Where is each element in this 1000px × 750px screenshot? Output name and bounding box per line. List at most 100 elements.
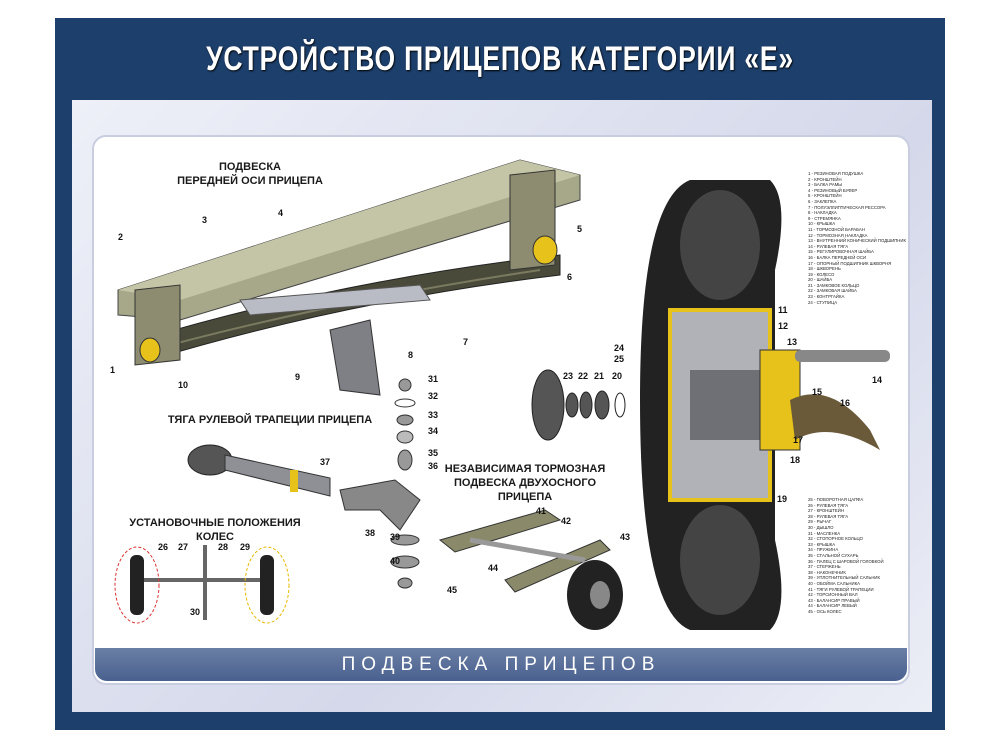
legend-item: 26 - РУЛЕВАЯ ТЯГА — [808, 502, 849, 508]
legend-item: 19 - КОЛЕСО — [808, 271, 835, 277]
legend-item: 10 - КРЫШКА — [808, 221, 836, 227]
legend-item: 17 - ОПОРНЫЙ ПОДШИПНИК ШКВОРНЯ — [808, 260, 892, 266]
legend-item: 36 - ПАЛЕЦ С ШАРОВОЙ ГОЛОВКОЙ — [808, 558, 884, 564]
callout-23: 23 — [563, 371, 574, 381]
callout-12: 12 — [778, 321, 789, 331]
steering-rod-drawing — [187, 444, 331, 497]
hub-parts — [531, 369, 626, 441]
legend-item: 25 - ПОВОРОТНАЯ ЦАПФА — [808, 497, 864, 502]
legend-item: 3 - БАЛКА РАМЫ — [808, 182, 843, 188]
callout-8: 8 — [408, 350, 414, 360]
legend-item: 32 - СТОПОРНОЕ КОЛЬЦО — [808, 536, 863, 542]
callout-27: 27 — [178, 542, 189, 552]
legend-item: 40 - ОБОЙМА САЛЬНИКА — [808, 580, 860, 586]
callout-30: 30 — [190, 607, 201, 617]
callout-33: 33 — [428, 410, 439, 420]
legend-item: 34 - ПРУЖИНА — [808, 547, 839, 553]
callout-38: 38 — [365, 528, 376, 538]
legend-item: 38 - НАКОНЕЧНИК — [808, 569, 846, 575]
callout-13: 13 — [787, 337, 798, 347]
callout-21: 21 — [594, 371, 605, 381]
legend-item: 33 - КРЫШКА — [808, 541, 836, 547]
callout-44: 44 — [488, 563, 499, 573]
callout-35: 35 — [428, 448, 439, 458]
callout-42: 42 — [561, 516, 572, 526]
legend-item: 30 - ДЫШЛО — [808, 524, 834, 530]
legend-item: 24 - СТУПИЦА — [808, 299, 838, 305]
legend-item: 20 - ШАЙБА — [808, 277, 833, 283]
legend-item: 39 - УПЛОТНИТЕЛЬНЫЙ САЛЬНИК — [808, 575, 881, 581]
legend-item: 27 - КРОНШТЕЙН — [808, 508, 844, 514]
legend-item: 44 - БАЛАНСИР ЛЕВЫЙ — [808, 603, 857, 609]
legend-item: 4 - РЕЗИНОВЫЙ БУФЕР — [808, 187, 858, 193]
callout-15: 15 — [812, 387, 823, 397]
legend-item: 6 - ЗАКЛЕПКА — [808, 198, 837, 204]
wheel-positions-drawing — [114, 545, 290, 624]
callout-10: 10 — [178, 380, 189, 390]
heading-wheel-positions: УСТАНОВОЧНЫЕ ПОЛОЖЕНИЯ КОЛЕС — [129, 517, 301, 543]
legend-item: 35 - СТАЛЬНОЙ СУХАРЬ — [808, 552, 859, 558]
callout-16: 16 — [840, 398, 851, 408]
legend-item: 23 - КОНТРГАЙКА — [808, 294, 845, 300]
legend-item: 31 - МАСЛЕНКА — [808, 530, 841, 536]
callout-32: 32 — [428, 391, 439, 401]
callout-37: 37 — [320, 457, 331, 467]
callout-2: 2 — [118, 232, 124, 242]
front-axle-beam — [239, 284, 431, 316]
legend-item: 1 - РЕЗИНОВАЯ ПОДУШКА — [808, 171, 864, 176]
legend-item: 8 - НАКЛАДКА — [808, 210, 837, 216]
callout-34: 34 — [428, 426, 439, 436]
heading-front-axle-suspension: ПОДВЕСКА ПЕРЕДНЕЙ ОСИ ПРИЦЕПА — [177, 161, 323, 187]
callout-18: 18 — [790, 455, 801, 465]
callout-17: 17 — [793, 435, 804, 445]
legend-item: 41 - ТЯГИ РУЛЕВОЙ ТРАПЕЦИИ — [808, 586, 874, 592]
legend-item: 2 - КРОНШТЕЙН — [808, 176, 842, 182]
bottom-banner: ПОДВЕСКА ПРИЦЕПОВ — [95, 648, 907, 681]
callout-20: 20 — [612, 371, 623, 381]
callout-24: 24 — [614, 343, 625, 353]
callout-29: 29 — [240, 542, 251, 552]
legend-item: 15 - РЕГУЛИРОВОЧНАЯ ШАЙБА — [808, 249, 874, 255]
legend-item: 12 - ТОРМОЗНАЯ НАКЛАДКА — [808, 232, 868, 238]
callout-43: 43 — [620, 532, 631, 542]
poster-title: УСТРОЙСТВО ПРИЦЕПОВ КАТЕГОРИИ «Е» — [206, 40, 794, 78]
callout-4: 4 — [278, 208, 284, 218]
callout-7: 7 — [463, 337, 469, 347]
legend-item: 43 - БАЛАНСИР ПРАВЫЙ — [808, 597, 860, 603]
callout-14: 14 — [872, 375, 883, 385]
callout-36: 36 — [428, 461, 439, 471]
callout-3: 3 — [202, 215, 208, 225]
callout-40: 40 — [390, 556, 401, 566]
ball-joint-parts — [390, 378, 420, 589]
legend-item: 22 - ЗАМКОВАЯ ШАЙБА — [808, 288, 857, 294]
callout-5: 5 — [577, 224, 583, 234]
heading-independent-suspension: НЕЗАВИСИМАЯ ТОРМОЗНАЯ ПОДВЕСКА ДВУХОСНОГ… — [444, 463, 606, 503]
legend-item: 28 - РУЛЕВАЯ ТЯГА — [808, 513, 849, 519]
wheel-cross-section — [640, 180, 890, 630]
legend-item: 21 - ЗАМКОВОЕ КОЛЬЦО — [808, 282, 860, 288]
callout-6: 6 — [567, 272, 573, 282]
legend-item: 7 - ПОЛУЭЛЛИПТИЧЕСКАЯ РЕССОРА — [808, 204, 886, 210]
legend-item: 45 - ОСЬ КОЛЕС — [808, 608, 842, 614]
tie-rod-end — [339, 479, 421, 531]
legend-item: 29 - РЫЧАГ — [808, 519, 832, 525]
callout-41: 41 — [536, 506, 547, 516]
callout-39: 39 — [390, 532, 401, 542]
legend-item: 5 - КРОНШТЕЙН — [808, 193, 842, 199]
callout-45: 45 — [447, 585, 458, 595]
independent-suspension-drawing — [438, 509, 623, 630]
legend-item: 13 - ВНУТРЕННИЙ КОНИЧЕСКИЙ ПОДШИПНИК — [808, 238, 906, 244]
callout-26: 26 — [158, 542, 169, 552]
legend-item: 9 - СТРЕМЯНКА — [808, 215, 841, 221]
legend-item: 42 - ТОРСИОННЫЙ ВАЛ — [808, 592, 858, 598]
heading-steering-rod: ТЯГА РУЛЕВОЙ ТРАПЕЦИИ ПРИЦЕПА — [167, 414, 373, 426]
callout-1: 1 — [110, 365, 116, 375]
callout-19: 19 — [777, 494, 788, 504]
callout-9: 9 — [295, 372, 301, 382]
legend-item: 18 - ШКВОРЕНЬ — [808, 266, 841, 272]
legend-item: 11 - ТОРМОЗНОЙ БАРАБАН — [808, 226, 865, 232]
legend-item: 37 - СТЕРЖЕНЬ — [808, 564, 841, 570]
